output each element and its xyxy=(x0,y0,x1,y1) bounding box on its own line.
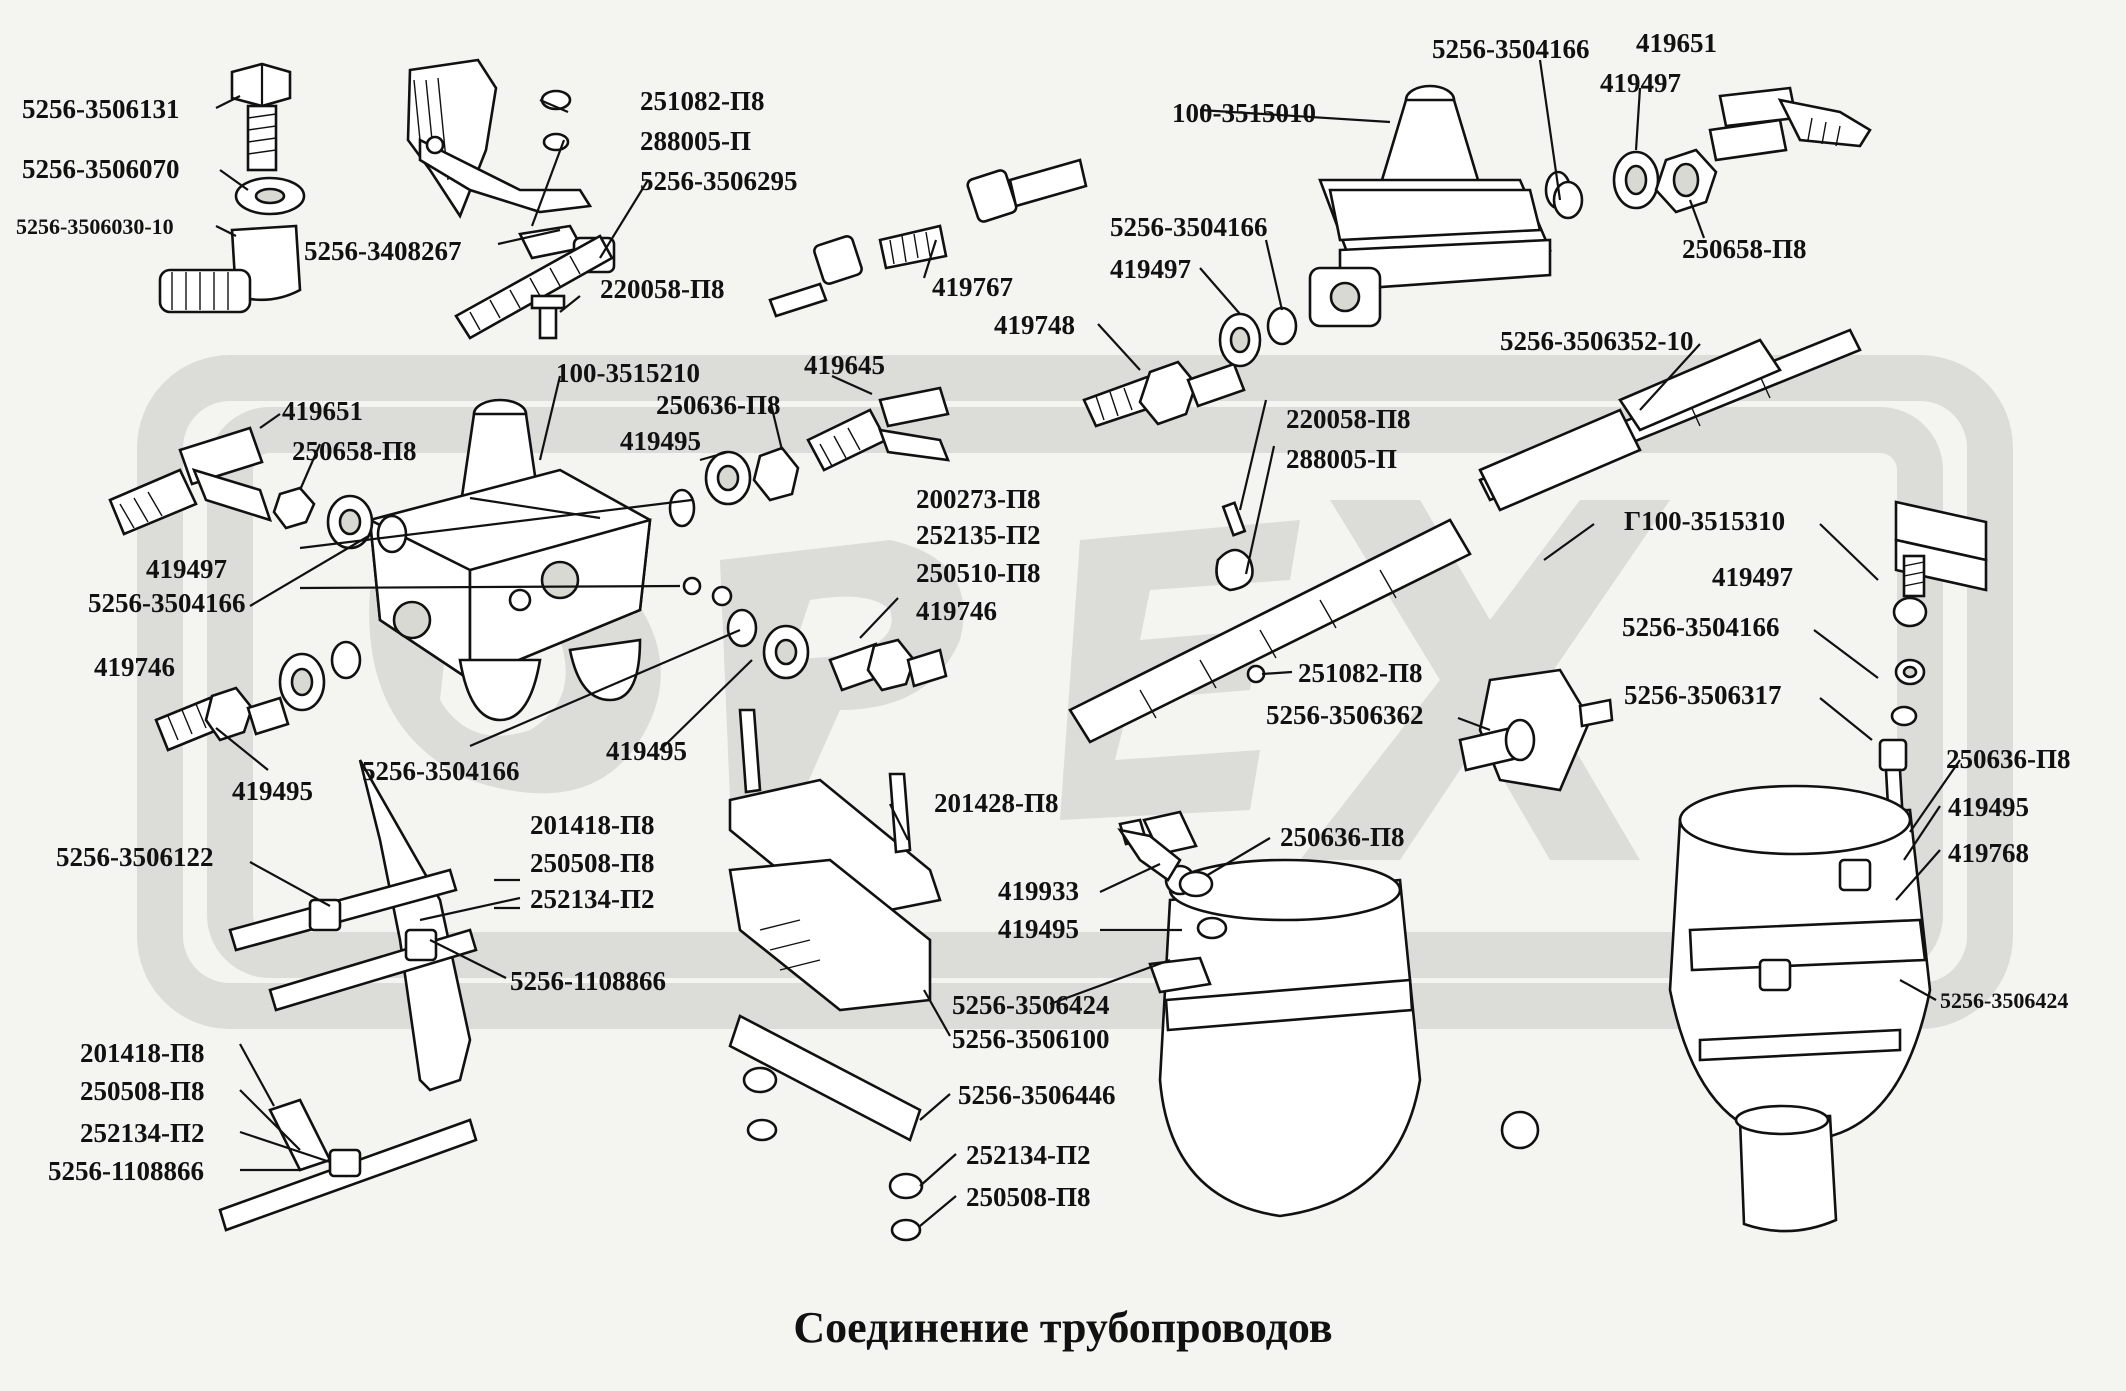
label-419746-center: 419746 xyxy=(916,596,997,626)
part-brake-chamber-center xyxy=(1117,810,1540,1218)
label-5256-3506131: 5256-3506131 xyxy=(22,94,180,124)
leader-lines xyxy=(215,59,1961,1227)
label-201428-p8: 201428-П8 xyxy=(934,788,1059,818)
label-419933: 419933 xyxy=(998,876,1079,906)
label-250636-p8-right: 250636-П8 xyxy=(1946,744,2071,774)
label-220058-p8-mid: 220058-П8 xyxy=(1286,404,1411,434)
label-200273-p8: 200273-П8 xyxy=(916,484,1041,514)
label-252134-p2-right: 252134-П2 xyxy=(966,1140,1091,1170)
label-419497-right: 419497 xyxy=(1712,562,1793,592)
label-100-3515010: 100-3515010 xyxy=(1172,98,1316,128)
label-250658-p8-top: 250658-П8 xyxy=(1682,234,1807,264)
part-pipe-union-top xyxy=(768,158,1088,318)
part-bracket-right xyxy=(1878,500,1988,844)
label-419497-left: 419497 xyxy=(146,554,227,584)
label-419495-right: 419495 xyxy=(1948,792,2029,822)
label-5256-3506424-center: 5256-3506424 xyxy=(952,990,1110,1020)
label-419495-center: 419495 xyxy=(606,736,687,766)
label-250510-p8: 250510-П8 xyxy=(916,558,1041,588)
part-fitting-419748 xyxy=(1082,306,1298,428)
label-250636-p8-center: 250636-П8 xyxy=(1280,822,1405,852)
label-5256-3506295: 5256-3506295 xyxy=(640,166,798,196)
part-connector-center-left xyxy=(228,759,478,1092)
part-valve-left xyxy=(368,398,652,722)
label-5256-3506070: 5256-3506070 xyxy=(22,154,180,184)
label-100-3515210: 100-3515210 xyxy=(556,358,700,388)
label-419651-top: 419651 xyxy=(1636,28,1717,58)
part-bracket-top xyxy=(406,58,616,340)
label-419767: 419767 xyxy=(932,272,1013,302)
label-5256-1108866-mid: 5256-1108866 xyxy=(510,966,666,996)
label-250508-p8-bottom: 250508-П8 xyxy=(80,1076,205,1106)
part-tee-left xyxy=(108,426,408,554)
label-5256-3506352-10: 5256-3506352-10 xyxy=(1500,326,1693,356)
part-labels: 5256-3506131 5256-3506070 5256-3506030-1… xyxy=(16,28,2071,1212)
label-5256-3504166-top: 5256-3504166 xyxy=(1432,34,1590,64)
label-251082-p8-mid: 251082-П8 xyxy=(1298,658,1423,688)
label-252134-p2-bottom: 252134-П2 xyxy=(80,1118,205,1148)
part-fitting-419746-center xyxy=(682,576,948,692)
label-5256-3506446: 5256-3506446 xyxy=(958,1080,1116,1110)
label-419495-left: 419495 xyxy=(232,776,313,806)
label-288005-p-top: 288005-П xyxy=(640,126,751,156)
part-rings-center xyxy=(668,386,951,528)
label-419748: 419748 xyxy=(994,310,1075,340)
label-5256-3506362: 5256-3506362 xyxy=(1266,700,1424,730)
label-250508-p8-right: 250508-П8 xyxy=(966,1182,1091,1212)
label-201418-p8-bottom: 201418-П8 xyxy=(80,1038,205,1068)
label-5256-3506030-10: 5256-3506030-10 xyxy=(16,214,174,239)
label-5256-3504166-left: 5256-3504166 xyxy=(88,588,246,618)
label-419495-upper: 419495 xyxy=(620,426,701,456)
label-419651-left: 419651 xyxy=(282,396,363,426)
label-5256-3408267: 5256-3408267 xyxy=(304,236,462,266)
part-long-hose xyxy=(1068,328,1862,744)
label-252134-p2-mid: 252134-П2 xyxy=(530,884,655,914)
part-tee-top-right xyxy=(1708,86,1872,162)
label-5256-3506122: 5256-3506122 xyxy=(56,842,214,872)
label-288005-p-mid: 288005-П xyxy=(1286,444,1397,474)
label-251082-p8-top: 251082-П8 xyxy=(640,86,765,116)
label-250508-p8-mid: 250508-П8 xyxy=(530,848,655,878)
label-250636-p8-upper: 250636-П8 xyxy=(656,390,781,420)
label-250658-p8-left: 250658-П8 xyxy=(292,436,417,466)
label-419645: 419645 xyxy=(804,350,885,380)
label-419495-bottom: 419495 xyxy=(998,914,1079,944)
part-bracket-center xyxy=(728,708,942,1242)
part-brake-chamber-right xyxy=(1668,784,1932,1233)
part-connector-bottom-left xyxy=(218,1098,478,1232)
label-252135-p2: 252135-П2 xyxy=(916,520,1041,550)
label-g100-3515310: Г100-3515310 xyxy=(1624,506,1785,536)
part-rings-top xyxy=(1552,148,1718,220)
label-5256-3506100: 5256-3506100 xyxy=(952,1024,1110,1054)
label-220058-p8-top: 220058-П8 xyxy=(600,274,725,304)
label-201418-p8-mid: 201418-П8 xyxy=(530,810,655,840)
label-5256-3506317: 5256-3506317 xyxy=(1624,680,1782,710)
label-5256-3504166-bottom: 5256-3504166 xyxy=(362,756,520,786)
label-419497-top: 419497 xyxy=(1600,68,1681,98)
part-fitting-419746-left xyxy=(154,640,362,752)
part-bolt-top-left xyxy=(158,62,306,314)
part-mount-3506362 xyxy=(1458,668,1614,792)
label-419746-left: 419746 xyxy=(94,652,175,682)
page-title: Соединение трубопроводов xyxy=(793,1303,1332,1352)
label-419768: 419768 xyxy=(1948,838,2029,868)
label-5256-1108866-bottom: 5256-1108866 xyxy=(48,1156,204,1186)
label-5256-3504166-right: 5256-3504166 xyxy=(1622,612,1780,642)
label-5256-3504166-mid: 5256-3504166 xyxy=(1110,212,1268,242)
part-valve-top xyxy=(1308,84,1572,328)
part-hose-clamp-small xyxy=(1215,501,1266,684)
label-419497-mid: 419497 xyxy=(1110,254,1191,284)
label-5256-3506424-right: 5256-3506424 xyxy=(1940,988,2068,1013)
